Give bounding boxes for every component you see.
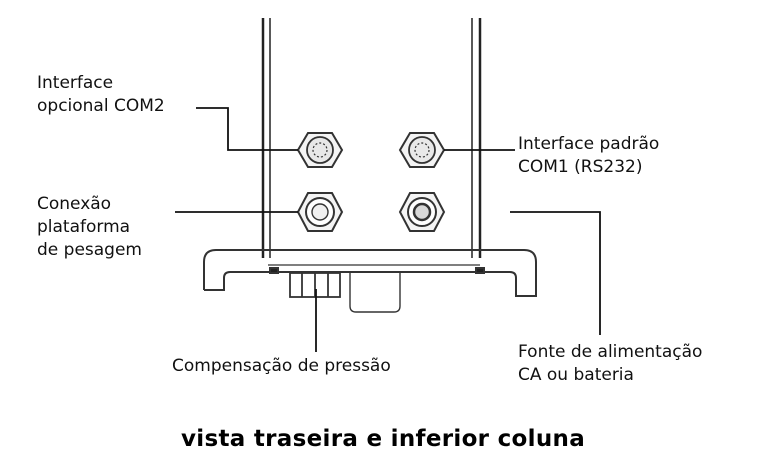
com2-label-line1: Interface: [37, 73, 114, 93]
right-column-pipe: [471, 18, 482, 258]
com1-label: Interface padrão COM1 (RS232): [518, 133, 659, 179]
platform-label-line2: plataforma: [37, 217, 131, 237]
pressure-element: [289, 272, 401, 313]
base-bracket: [203, 249, 537, 297]
left-column-pipe: [261, 18, 271, 258]
com2-label: Interface opcional COM2: [37, 72, 165, 118]
com2-connector: [296, 132, 344, 168]
com2-label-line2: opcional COM2: [37, 96, 165, 116]
platform-label-line1: Conexão: [37, 194, 112, 214]
power-connector: [398, 192, 446, 232]
com1-connector: [398, 132, 446, 168]
callout-lines: [175, 107, 601, 352]
com1-label-line1: Interface padrão: [518, 134, 660, 154]
pressure-label-text: Compensação de pressão: [172, 356, 391, 376]
platform-label-line3: de pesagem: [37, 240, 142, 260]
platform-label: Conexão plataforma de pesagem: [37, 193, 142, 262]
power-label-line1: Fonte de alimentação: [518, 342, 703, 362]
platform-connector: [296, 192, 344, 232]
figure-caption: vista traseira e inferior coluna: [180, 426, 586, 452]
power-label-line2: CA ou bateria: [518, 365, 634, 385]
pressure-label: Compensação de pressão: [172, 355, 391, 378]
power-label: Fonte de alimentação CA ou bateria: [518, 341, 702, 387]
com1-label-line2: COM1 (RS232): [518, 157, 643, 177]
